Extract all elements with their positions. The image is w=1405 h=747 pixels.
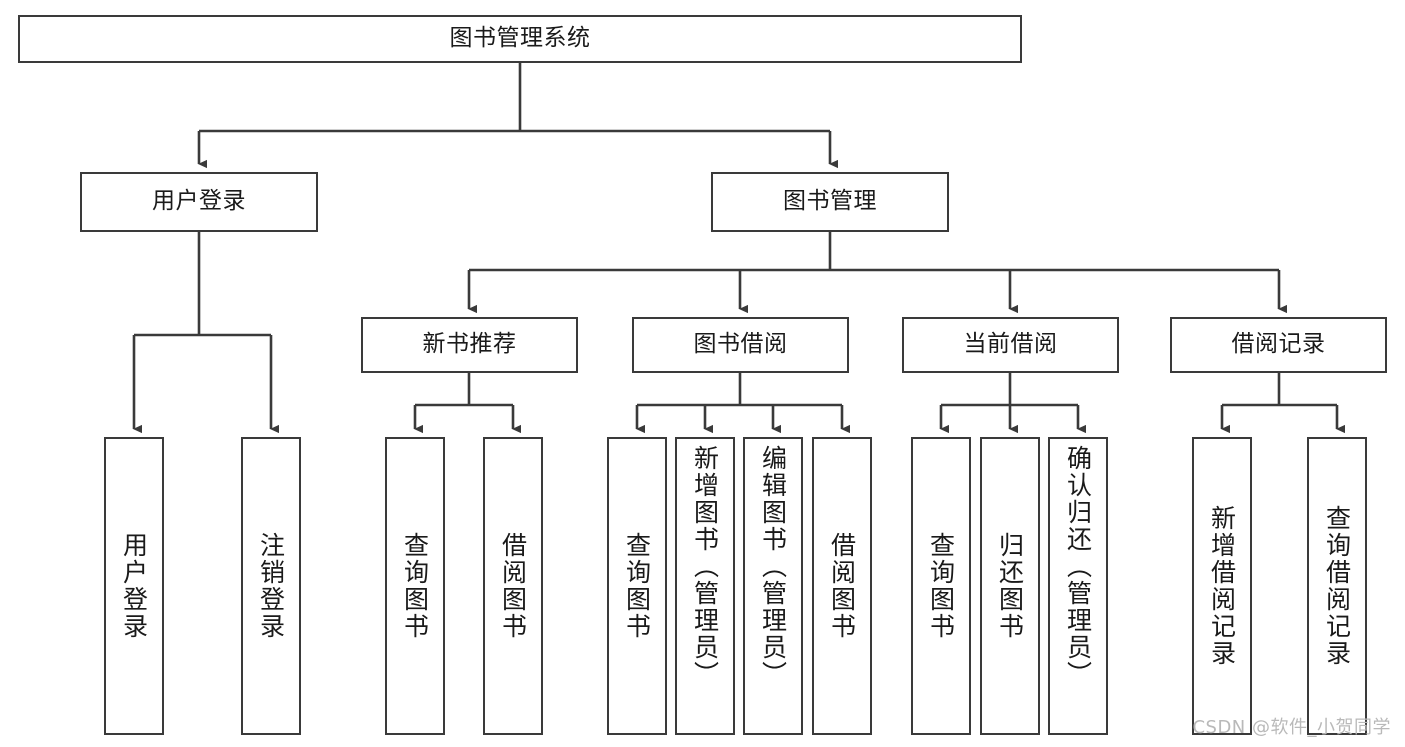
leaf-current-borrow-query-book[interactable]: 查询图书 — [911, 437, 971, 735]
node-new-book-recommend[interactable]: 新书推荐 — [361, 317, 578, 373]
node-book-borrow-label: 图书借阅 — [693, 331, 788, 358]
leaf-book-borrow-edit-book[interactable]: 编辑图书（管理员） — [743, 437, 803, 735]
leaf-current-borrow-confirm-return[interactable]: 确认归还（管理员） — [1048, 437, 1108, 735]
node-current-borrow-label: 当前借阅 — [963, 331, 1058, 358]
leaf-user-login-login-label: 用户登录 — [119, 532, 149, 640]
node-borrow-record[interactable]: 借阅记录 — [1170, 317, 1387, 373]
node-root-system-label: 图书管理系统 — [449, 25, 591, 52]
node-book-management-label: 图书管理 — [783, 188, 877, 215]
leaf-new-book-borrow-book[interactable]: 借阅图书 — [483, 437, 543, 735]
leaf-current-borrow-return-book[interactable]: 归还图书 — [980, 437, 1040, 735]
node-borrow-record-label: 借阅记录 — [1231, 331, 1326, 358]
leaf-new-book-query-book[interactable]: 查询图书 — [385, 437, 445, 735]
node-current-borrow[interactable]: 当前借阅 — [902, 317, 1119, 373]
leaf-book-borrow-borrow-book[interactable]: 借阅图书 — [812, 437, 872, 735]
node-book-borrow[interactable]: 图书借阅 — [632, 317, 849, 373]
leaf-book-borrow-edit-book-label: 编辑图书（管理员） — [758, 445, 788, 688]
leaf-borrow-record-add-record-label: 新增借阅记录 — [1207, 505, 1237, 667]
leaf-user-login-login[interactable]: 用户登录 — [104, 437, 164, 735]
leaf-new-book-query-book-label: 查询图书 — [400, 532, 430, 640]
leaf-book-borrow-borrow-book-label: 借阅图书 — [827, 532, 857, 640]
leaf-book-borrow-query-book[interactable]: 查询图书 — [607, 437, 667, 735]
leaf-current-borrow-confirm-return-label: 确认归还（管理员） — [1063, 445, 1093, 688]
leaf-book-borrow-query-book-label: 查询图书 — [622, 532, 652, 640]
leaf-current-borrow-return-book-label: 归还图书 — [995, 532, 1025, 640]
leaf-book-borrow-add-book-label: 新增图书（管理员） — [690, 445, 720, 688]
leaf-book-borrow-add-book[interactable]: 新增图书（管理员） — [675, 437, 735, 735]
node-user-login-label: 用户登录 — [152, 188, 246, 215]
leaf-current-borrow-query-book-label: 查询图书 — [926, 532, 956, 640]
leaf-user-login-logout[interactable]: 注销登录 — [241, 437, 301, 735]
leaf-borrow-record-query-record[interactable]: 查询借阅记录 — [1307, 437, 1367, 735]
leaf-borrow-record-query-record-label: 查询借阅记录 — [1322, 505, 1352, 667]
node-book-management[interactable]: 图书管理 — [711, 172, 949, 232]
leaf-user-login-logout-label: 注销登录 — [256, 532, 286, 640]
node-new-book-recommend-label: 新书推荐 — [422, 331, 517, 358]
node-root-system[interactable]: 图书管理系统 — [18, 15, 1022, 63]
node-user-login[interactable]: 用户登录 — [80, 172, 318, 232]
leaf-borrow-record-add-record[interactable]: 新增借阅记录 — [1192, 437, 1252, 735]
leaf-new-book-borrow-book-label: 借阅图书 — [498, 532, 528, 640]
